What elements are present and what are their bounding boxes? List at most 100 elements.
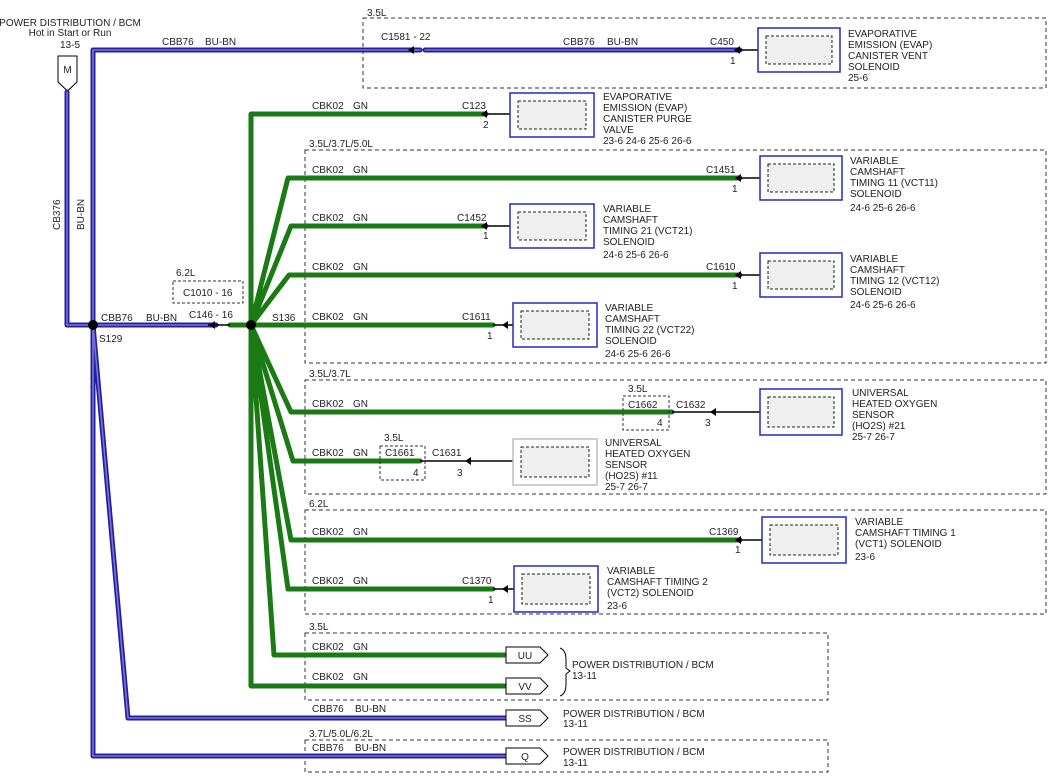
c1661-label: C1661	[385, 448, 415, 459]
vct21-line5: 24-6 25-6 26-6	[603, 250, 669, 261]
blue-wire-label-mid-circuit: CBB76	[101, 313, 133, 324]
vct11-line5: 24-6 25-6 26-6	[850, 203, 916, 214]
vct2-line4: 23-6	[607, 601, 627, 612]
uu-vv-target-ref: 13-11	[572, 671, 597, 682]
vct2-line3: (VCT2) SOLENOID	[607, 588, 694, 599]
vct12-inner	[767, 260, 835, 290]
c1661-pin: 4	[413, 468, 419, 479]
vertical-wire-label: CB376	[52, 199, 63, 230]
vct12-line4: SOLENOID	[850, 287, 902, 298]
wire-blue-inner-q	[92, 324, 507, 757]
terminal-ss	[505, 709, 549, 727]
evap-vent-pin: 1	[730, 56, 736, 67]
vct22-line1: VARIABLE	[605, 303, 653, 314]
wire-green-evap-purge	[248, 111, 489, 328]
evap-vent-line2: EMISSION (EVAP)	[848, 40, 932, 51]
blue-wire-label-top-color: BU-BN	[205, 37, 236, 48]
green-label-vct11-color: GN	[353, 165, 368, 176]
vct22-line3: TIMING 22 (VCT22)	[605, 325, 694, 336]
ho2s21-line3: SENSOR	[852, 410, 894, 421]
vct1-line2: CAMSHAFT TIMING 1	[855, 528, 956, 539]
vct21-line1: VARIABLE	[603, 204, 651, 215]
ss-target-title: POWER DISTRIBUTION / BCM	[563, 709, 705, 720]
wire-blue-top	[90, 47, 423, 328]
evap-vent-line4: SOLENOID	[848, 62, 900, 73]
zone-label-vct-group: 3.5L/3.7L/5.0L	[309, 139, 373, 150]
green-label-vct21-color: GN	[353, 213, 368, 224]
vct12-connector: C1610	[706, 262, 736, 273]
ho2s21-line4: (HO2S) #21	[852, 421, 906, 432]
green-label-vct11-circuit: CBK02	[312, 165, 344, 176]
vct12-pin: 1	[732, 281, 738, 292]
ho2s21-pin: 3	[705, 418, 711, 429]
vertical-wire-color-group: BU-BN	[76, 199, 87, 230]
vertical-wire-circuit: CB376	[52, 199, 63, 230]
wire-green-vv	[248, 322, 509, 689]
wire-blue-inner-ss	[92, 324, 507, 719]
green-label-vct12-circuit: CBK02	[312, 262, 344, 273]
zone-vct-62	[304, 509, 1047, 615]
c1010-box	[172, 280, 244, 304]
vct21-line3: TIMING 21 (VCT21)	[603, 226, 692, 237]
splice-s129-label: S129	[99, 334, 123, 345]
q-target-title: POWER DISTRIBUTION / BCM	[563, 747, 705, 758]
splice-s136-label: S136	[272, 313, 296, 324]
c1662-pin: 4	[657, 418, 663, 429]
evap-purge-pin: 2	[483, 120, 489, 131]
ho2s11-line2: HEATED OXYGEN	[605, 449, 690, 460]
green-label-vct21-circuit: CBK02	[312, 213, 344, 224]
vct22-pin: 1	[487, 331, 493, 342]
vct1-line4: 23-6	[855, 552, 875, 563]
ss-target-ref: 13-11	[563, 719, 588, 730]
evap-vent-line3: CANISTER VENT	[848, 51, 928, 62]
terminal-uu-label: UU	[518, 651, 532, 662]
c1010-label: C1010 - 16	[183, 288, 233, 299]
ho2s21-connector: C1632	[676, 400, 706, 411]
blue-wire-label-vent-circuit: CBB76	[563, 37, 595, 48]
vct1-line3: (VCT1) SOLENOID	[855, 539, 942, 550]
vct1-line1: VARIABLE	[855, 517, 903, 528]
c1662-box	[622, 395, 670, 431]
vct11-connector: C1451	[706, 165, 736, 176]
ho2s11-line3: SENSOR	[605, 460, 647, 471]
green-label-vv-color: GN	[353, 672, 368, 683]
vct11-inner	[767, 163, 835, 193]
green-label-evap-purge-color: GN	[353, 101, 368, 112]
source-subtitle: Hot in Start or Run	[29, 28, 112, 39]
vct2-line1: VARIABLE	[607, 566, 655, 577]
evap-vent-line1: EVAPORATIVE	[848, 29, 917, 40]
vct2-line2: CAMSHAFT TIMING 2	[607, 577, 708, 588]
ho2s11-line5: 25-7 26-7	[605, 482, 648, 493]
evap-purge-line3: CANISTER PURGE	[603, 114, 692, 125]
wire-green-vct12	[248, 272, 743, 328]
vct11-line1: VARIABLE	[850, 156, 898, 167]
vct12-line1: VARIABLE	[850, 254, 898, 265]
blue-wire-label-q-color: BU-BN	[355, 743, 386, 754]
evap-purge-line4: VALVE	[603, 125, 634, 136]
c1581-label: C1581 - 22	[381, 32, 431, 43]
wire-blue-ss	[90, 322, 509, 721]
blue-wire-label-q-circuit: CBB76	[312, 743, 344, 754]
blue-wire-label-ss-color: BU-BN	[355, 704, 386, 715]
vct11-line2: CAMSHAFT	[850, 167, 905, 178]
c1661-zone-label: 3.5L	[384, 433, 404, 444]
green-label-vct2-color: GN	[353, 576, 368, 587]
wire-green-ho2s11	[248, 322, 423, 464]
splice-s129	[88, 320, 98, 330]
vct21-inner	[517, 211, 587, 241]
zone-label-uu-vv: 3.5L	[309, 622, 329, 633]
zone-label-vct-62: 6.2L	[309, 499, 329, 510]
green-label-vct2-circuit: CBK02	[312, 576, 344, 587]
c1010-zone-label: 6.2L	[176, 268, 196, 279]
ho2s11-pin: 3	[457, 468, 463, 479]
evap-purge-line1: EVAPORATIVE	[603, 92, 672, 103]
zone-label-evap-vent: 3.5L	[367, 8, 387, 19]
evap-vent-inner	[765, 35, 833, 65]
vct1-connector: C1369	[709, 527, 739, 538]
terminal-vv-label: VV	[518, 682, 532, 693]
vct12-line5: 24-6 25-6 26-6	[850, 300, 916, 311]
green-label-vct22-circuit: CBK02	[312, 312, 344, 323]
uu-vv-bracket	[559, 647, 571, 697]
vct21-line4: SOLENOID	[603, 237, 655, 248]
vct2-inner	[521, 573, 591, 605]
